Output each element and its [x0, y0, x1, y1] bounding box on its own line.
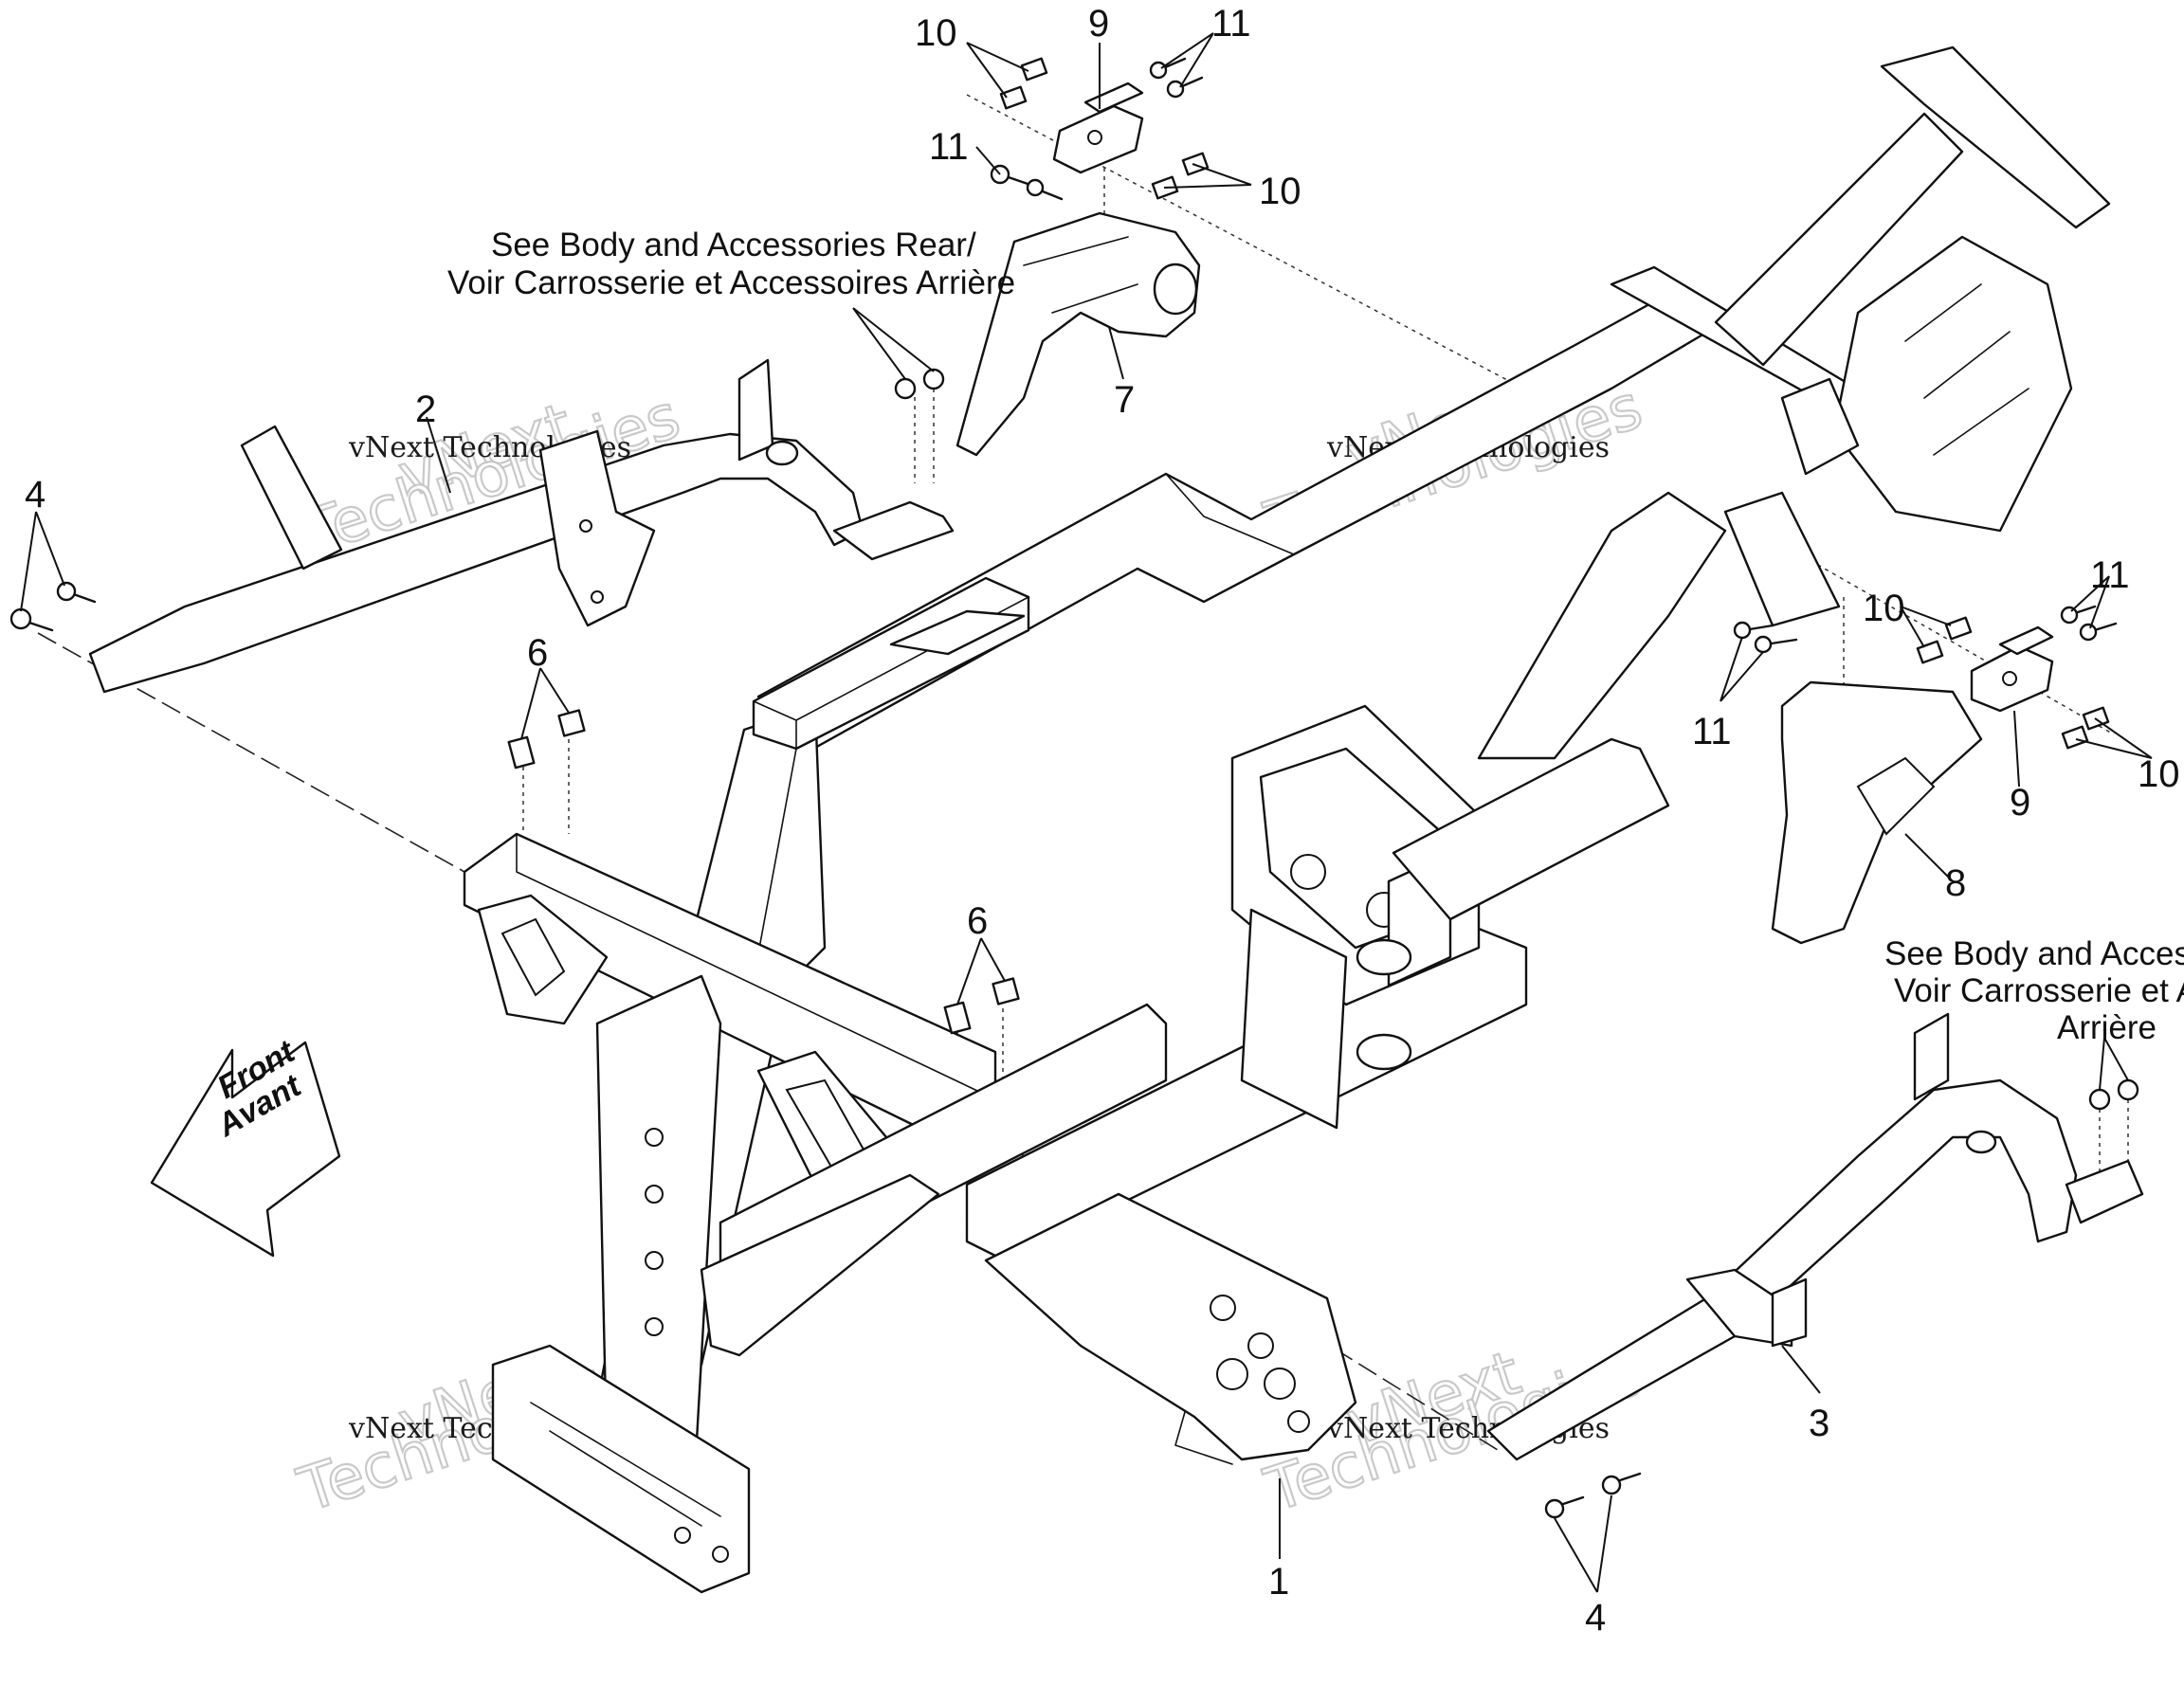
note-right-line1: See Body and Accesso — [1884, 935, 2184, 972]
callout-7: 7 — [1114, 379, 1135, 421]
callout-6-lower: 6 — [967, 900, 988, 942]
callout-11-top-right: 11 — [1211, 3, 1251, 45]
front-direction-arrow: Front Avant — [150, 1033, 341, 1258]
note-right-line2: Voir Carrosserie et Ac — [1894, 972, 2184, 1009]
callout-8: 8 — [1945, 862, 1966, 904]
part-2-front-crossbar — [88, 358, 955, 694]
callout-11-top-left: 11 — [929, 126, 969, 168]
note-rear-top-line2: Voir Carrosserie et Accessoires Arrière — [447, 264, 1015, 301]
callout-10-right-bottom: 10 — [2138, 753, 2180, 795]
callout-11-right-top: 11 — [2090, 554, 2130, 596]
callout-10-right-left: 10 — [1863, 588, 1905, 629]
callout-11-right-bottom: 11 — [1692, 711, 1732, 752]
callout-6-upper: 6 — [527, 632, 548, 674]
leader-lines — [20, 32, 2153, 1593]
callout-10-top-right: 10 — [1259, 171, 1301, 212]
note-right-line3: Arrière — [2057, 1009, 2157, 1046]
callout-labels: 10 9 11 11 10 2 4 7 6 6 11 10 11 9 10 8 … — [25, 3, 2180, 1639]
note-rear-top: See Body and Accessories Rear/ Voir Carr… — [447, 226, 1015, 301]
callout-9-right: 9 — [2010, 782, 2030, 824]
callout-4-bottom: 4 — [1585, 1597, 1606, 1639]
callout-1: 1 — [1268, 1561, 1289, 1603]
callout-3: 3 — [1809, 1403, 1829, 1444]
note-rear-top-line1: See Body and Accessories Rear/ — [491, 226, 976, 263]
callout-2: 2 — [415, 389, 436, 430]
hardware — [9, 57, 2139, 1519]
part-9-plate-top — [1052, 82, 1144, 174]
part-3-rear-crossbar — [1486, 1012, 2144, 1461]
callout-9-top: 9 — [1088, 3, 1109, 45]
callout-10-top-left: 10 — [915, 12, 957, 54]
part-9-plate-right — [1970, 625, 2054, 713]
part-7-bracket — [956, 211, 1201, 457]
callout-4-left: 4 — [25, 474, 46, 516]
main-frame — [463, 45, 2111, 1594]
part-8-bracket — [1771, 680, 1983, 945]
note-right: See Body and Accesso Voir Carrosserie et… — [1884, 935, 2184, 1046]
